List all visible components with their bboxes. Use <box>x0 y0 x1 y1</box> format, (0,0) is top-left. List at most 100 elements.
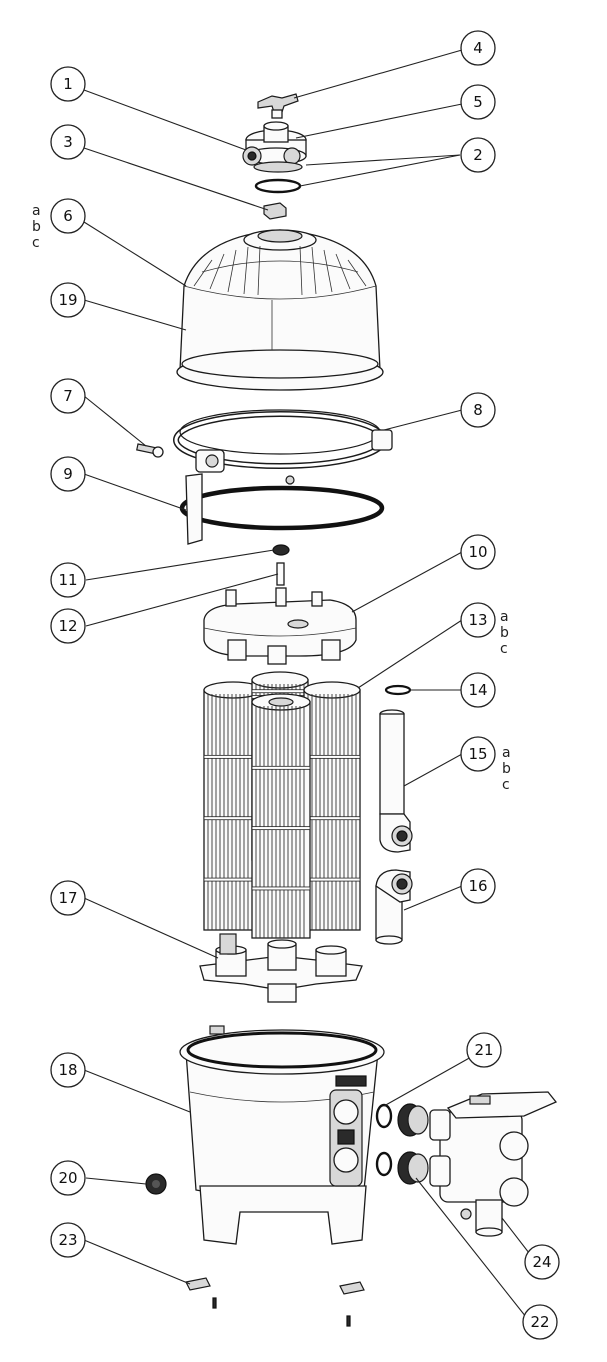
variant-letter: c <box>502 777 510 793</box>
callout-7: 7 <box>50 378 86 414</box>
callout-number: 19 <box>58 291 77 309</box>
callout-circle <box>460 137 496 173</box>
part-pin <box>276 562 285 586</box>
callout-number: 6 <box>63 207 73 225</box>
part-lower-manifold <box>199 933 363 1003</box>
part-manifold-top <box>203 587 357 665</box>
callout-number: 4 <box>473 39 483 57</box>
callout-17: 17 <box>50 880 86 916</box>
callout-number: 22 <box>530 1313 549 1331</box>
part-air-bleed-knob <box>257 93 299 119</box>
callout-2: 2 <box>460 137 496 173</box>
callout-number: 8 <box>473 401 483 419</box>
callout-23: 23 <box>50 1222 86 1258</box>
cartridge-back-right <box>303 681 361 931</box>
callout-13: 13 <box>460 602 496 638</box>
callout-number: 13 <box>468 611 487 629</box>
callout-circle <box>460 30 496 66</box>
callout-circle <box>466 1032 502 1068</box>
part-tank-o-ring <box>179 473 385 545</box>
part-clip <box>263 202 287 220</box>
variant-letter: b <box>32 219 41 235</box>
variant-letter: c <box>500 641 508 657</box>
callout-20: 20 <box>50 1160 86 1196</box>
part-drain-plug <box>145 1173 167 1195</box>
callout-number: 20 <box>58 1169 77 1187</box>
variant-letter: a <box>502 745 511 761</box>
callout-circle <box>50 198 86 234</box>
part-o-rings <box>253 161 303 194</box>
part-air-release-valve <box>242 121 307 166</box>
callout-19: 19 <box>50 282 86 318</box>
callout-14: 14 <box>460 672 496 708</box>
callout-15: 15 <box>460 736 496 772</box>
part-elbow <box>375 869 413 945</box>
part-brackets <box>185 1277 365 1327</box>
callout-circle <box>50 66 86 102</box>
callout-number: 21 <box>474 1041 493 1059</box>
callout-6: 6 <box>50 198 86 234</box>
variant-letters-part-15: a b c <box>502 745 511 793</box>
part-tank-lid <box>176 229 384 391</box>
callout-number: 17 <box>58 889 77 907</box>
callout-circle <box>50 378 86 414</box>
callout-number: 23 <box>58 1231 77 1249</box>
callout-number: 16 <box>468 877 487 895</box>
callout-number: 14 <box>468 681 487 699</box>
callout-circle <box>460 84 496 120</box>
callout-circle <box>50 880 86 916</box>
callout-circle <box>460 672 496 708</box>
callout-number: 7 <box>63 387 73 405</box>
callout-number: 11 <box>58 571 77 589</box>
leader-lines <box>83 49 537 1323</box>
callout-22: 22 <box>522 1304 558 1340</box>
variant-letter: a <box>32 203 41 219</box>
callout-12: 12 <box>50 608 86 644</box>
callout-number: 1 <box>63 75 73 93</box>
callout-circle <box>50 456 86 492</box>
callout-circle <box>50 608 86 644</box>
callout-circle <box>50 1160 86 1196</box>
part-unions <box>397 1103 429 1185</box>
variant-letter: b <box>500 625 509 641</box>
callout-11: 11 <box>50 562 86 598</box>
callout-circle <box>460 736 496 772</box>
part-port-o-rings <box>375 1103 393 1177</box>
callout-number: 3 <box>63 133 73 151</box>
part-small-o-ring <box>384 684 412 696</box>
callout-number: 18 <box>58 1061 77 1079</box>
callout-circle <box>460 392 496 428</box>
callout-5: 5 <box>460 84 496 120</box>
callout-circle <box>460 534 496 570</box>
callout-number: 9 <box>63 465 73 483</box>
callout-circle <box>524 1244 560 1280</box>
variant-letters-part-6: a b c <box>32 203 41 251</box>
part-filter-cartridges <box>203 671 361 939</box>
callout-24: 24 <box>524 1244 560 1280</box>
part-air-tube <box>379 709 413 853</box>
part-tank-bottom <box>179 1025 385 1245</box>
cartridge-front <box>251 693 311 939</box>
callout-circle <box>522 1304 558 1340</box>
callout-circle <box>50 1052 86 1088</box>
callout-number: 10 <box>468 543 487 561</box>
callout-18: 18 <box>50 1052 86 1088</box>
callout-number: 15 <box>468 745 487 763</box>
callout-circle <box>50 282 86 318</box>
callout-16: 16 <box>460 868 496 904</box>
part-clamp-ring <box>173 409 393 473</box>
variant-letter: b <box>502 761 511 777</box>
part-cap <box>272 544 290 556</box>
part-multiport-valve <box>429 1091 558 1237</box>
callout-number: 5 <box>473 93 483 111</box>
part-screw <box>136 443 164 458</box>
callout-number: 24 <box>532 1253 551 1271</box>
callout-circle <box>50 1222 86 1258</box>
callout-number: 12 <box>58 617 77 635</box>
callout-number: 2 <box>473 146 483 164</box>
variant-letters-part-13: a b c <box>500 609 509 657</box>
callout-circle <box>50 124 86 160</box>
callout-4: 4 <box>460 30 496 66</box>
